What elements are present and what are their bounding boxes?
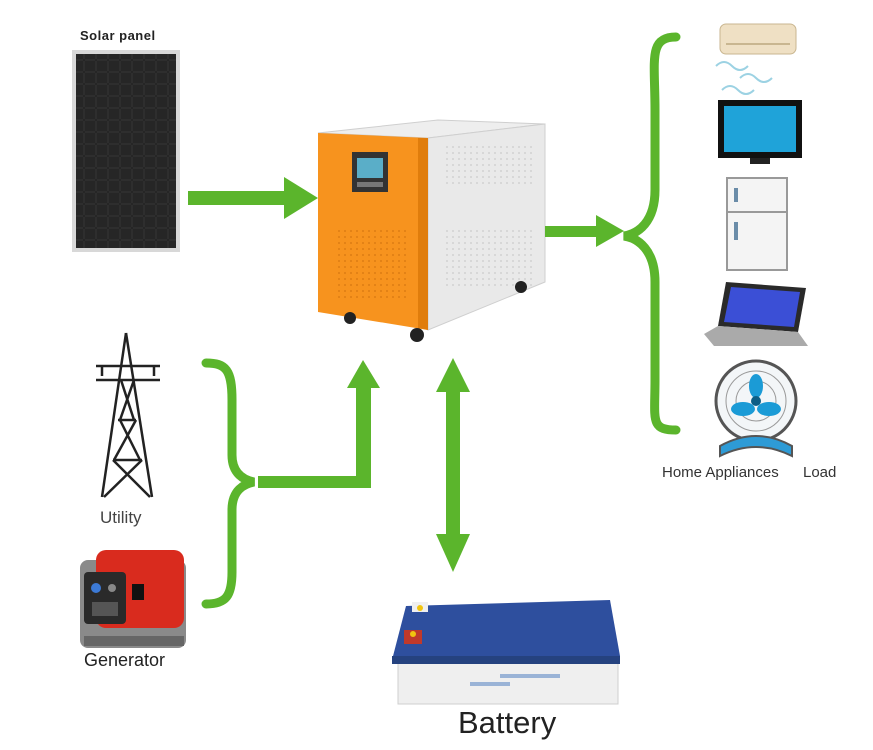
load-label: Load xyxy=(803,464,837,481)
air-conditioner-icon xyxy=(715,23,797,95)
inverter-battery-arrow xyxy=(436,358,470,572)
source-brace xyxy=(201,358,256,609)
source-to-inverter-arrow xyxy=(258,360,380,488)
battery-label: Battery xyxy=(458,705,557,740)
utility-label: Utility xyxy=(100,508,142,527)
load-brace xyxy=(623,32,681,435)
solar-to-inverter-arrow xyxy=(188,177,318,219)
inverter-to-load-arrow xyxy=(545,215,624,247)
power-tower-icon xyxy=(96,332,160,498)
laptop-icon xyxy=(704,282,808,346)
flow-arrows xyxy=(188,32,681,609)
generator-icon xyxy=(80,550,186,648)
solar-panel-icon xyxy=(72,50,180,252)
battery-icon xyxy=(392,600,620,705)
television-icon xyxy=(718,100,802,164)
fan-icon xyxy=(714,359,798,458)
home-appliances-label: Home Appliances xyxy=(662,464,779,481)
generator-label: Generator xyxy=(84,650,166,670)
refrigerator-icon xyxy=(726,177,788,271)
solar-panel-label: Solar panel xyxy=(80,28,156,43)
inverter-cabinet-icon xyxy=(317,119,546,342)
